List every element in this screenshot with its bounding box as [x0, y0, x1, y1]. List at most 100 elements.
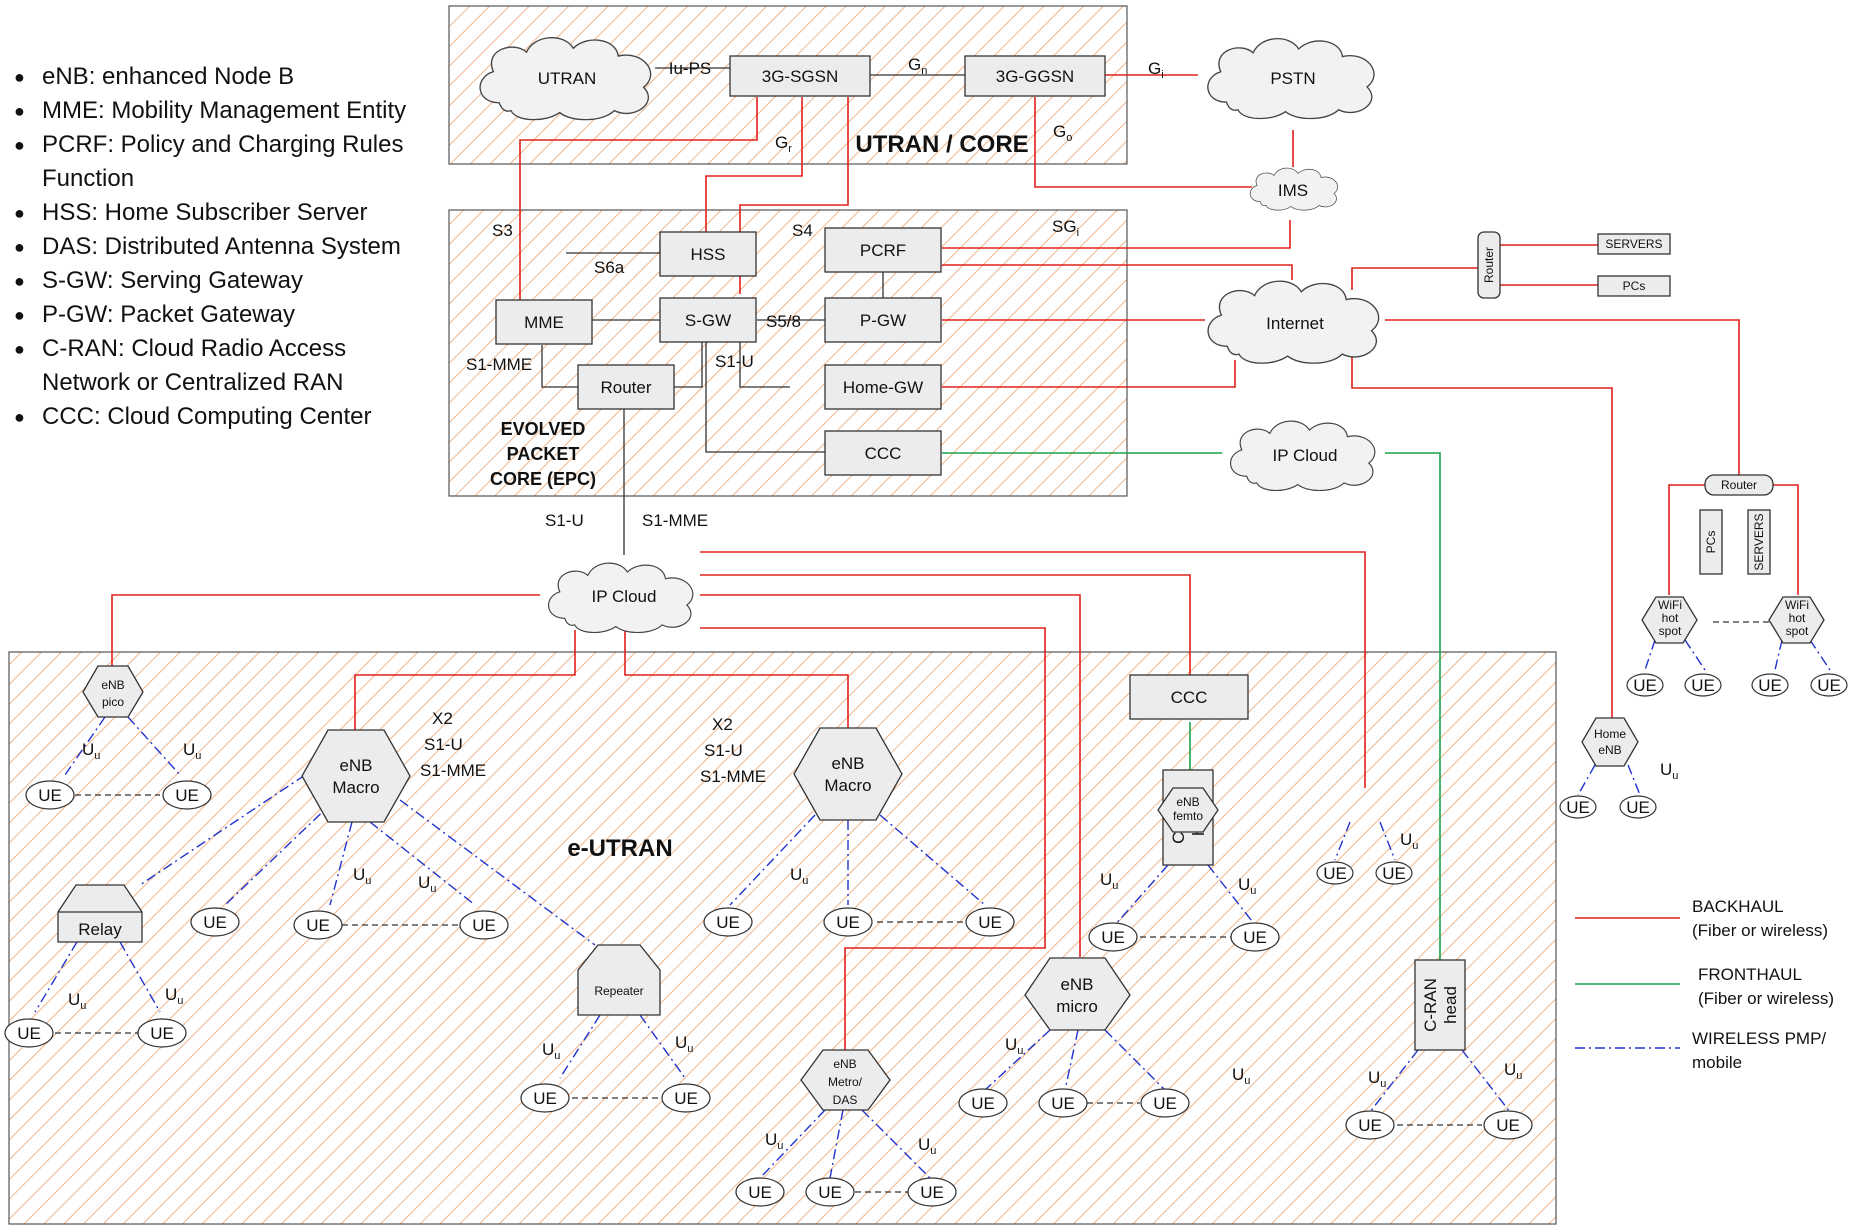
cran-head-right-node[interactable] — [1414, 959, 1466, 1051]
iface-x2-right: X2 — [712, 715, 733, 734]
abbreviation-item: HSS: Home Subscriber Server — [10, 196, 410, 230]
ue-device[interactable]: UE — [1230, 922, 1280, 952]
ue-device[interactable]: UE — [459, 910, 509, 940]
ue-label: UE — [203, 913, 227, 932]
ue-device[interactable]: UE — [907, 1177, 957, 1207]
router-label: Router — [600, 378, 651, 397]
ue-device[interactable]: UE — [4, 1018, 54, 1048]
home-gw-node[interactable] — [824, 364, 942, 410]
repeater-node[interactable] — [577, 944, 661, 1016]
uu-label-base: U — [1504, 1060, 1516, 1079]
uu-label: Uu — [68, 990, 86, 1012]
iface-s1-mme-left: S1-MME — [420, 761, 486, 780]
sgsn-node[interactable] — [729, 55, 871, 97]
hss-node[interactable] — [659, 231, 757, 277]
ue-device[interactable]: UE — [703, 907, 753, 937]
iface-gn-base: G — [908, 55, 921, 74]
pcrf-node[interactable] — [824, 227, 942, 273]
abbreviation-item: PCRF: Policy and Charging Rules Function — [10, 128, 410, 196]
enb-pico-node[interactable] — [82, 665, 144, 718]
ue-device[interactable]: UE — [1619, 795, 1657, 819]
ue-device[interactable]: UE — [1751, 673, 1789, 697]
pcs-label: PCs — [1623, 279, 1646, 293]
ue-device[interactable]: UE — [965, 907, 1015, 937]
uu-label-sub: u — [1244, 1075, 1250, 1087]
wifi-hotspot-right[interactable] — [1768, 596, 1825, 644]
wifi-right-line2: hot — [1789, 611, 1806, 625]
ue-device[interactable]: UE — [1810, 673, 1848, 697]
servers-node[interactable] — [1597, 233, 1671, 255]
legend-wireless-line2: mobile — [1692, 1053, 1742, 1072]
ue-device[interactable]: UE — [190, 907, 240, 937]
sgw-node[interactable] — [659, 297, 757, 343]
wifi-pcs-node[interactable] — [1699, 509, 1723, 575]
ue-label: UE — [1153, 1094, 1177, 1113]
ue-device[interactable]: UE — [1559, 795, 1597, 819]
ue-device[interactable]: UE — [25, 780, 75, 810]
ue-device[interactable]: UE — [805, 1177, 855, 1207]
ue-label: UE — [1051, 1094, 1075, 1113]
ue-device[interactable]: UE — [1684, 673, 1722, 697]
eutran-region — [8, 651, 1557, 1225]
ggsn-node[interactable] — [964, 55, 1106, 97]
router-node[interactable] — [577, 364, 675, 410]
iface-s4: S4 — [792, 221, 813, 240]
ue-device[interactable]: UE — [1345, 1110, 1395, 1140]
ue-label: UE — [1758, 676, 1782, 695]
interface-labels: Iu-PS Gn Gi Gr Go S3 S4 SGi S6a S5/8 S1-… — [420, 55, 1164, 786]
enb-femto-line1: eNB — [1176, 795, 1199, 809]
ue-label: UE — [1626, 798, 1650, 817]
internet-router-node[interactable] — [1477, 231, 1501, 299]
enb-femto-node[interactable] — [1157, 787, 1219, 833]
ue-device[interactable]: UE — [1088, 922, 1138, 952]
ue-device[interactable]: UE — [293, 910, 343, 940]
ue-device[interactable]: UE — [823, 907, 873, 937]
ue-device[interactable]: UE — [137, 1018, 187, 1048]
ue-device[interactable]: UE — [735, 1177, 785, 1207]
ue-label: UE — [1691, 676, 1715, 695]
ue-device[interactable]: UE — [1038, 1088, 1088, 1118]
uu-label-base: U — [918, 1135, 930, 1154]
pgw-label: P-GW — [860, 311, 906, 330]
home-enb-node[interactable] — [1581, 717, 1639, 767]
iface-s1-mme-right: S1-MME — [700, 767, 766, 786]
ue-device[interactable]: UE — [1483, 1110, 1533, 1140]
ue-device[interactable]: UE — [661, 1083, 711, 1113]
uu-label: Uu — [1005, 1035, 1023, 1057]
wifi-router-node[interactable] — [1704, 474, 1774, 496]
ue-device[interactable]: UE — [958, 1088, 1008, 1118]
uu-label-base: U — [1368, 1068, 1380, 1087]
mme-node[interactable] — [495, 299, 593, 345]
enb-macro-right-node[interactable] — [793, 727, 903, 821]
ue-label: UE — [1633, 676, 1657, 695]
wifi-servers-label: SERVERS — [1752, 513, 1766, 570]
pgw-node[interactable] — [824, 297, 942, 343]
epc-title-line2: PACKET — [507, 444, 580, 464]
uu-label-base: U — [353, 865, 365, 884]
epc-ccc-node[interactable] — [824, 430, 942, 476]
core-ip-cloud-label: IP Cloud — [1273, 446, 1338, 465]
iface-gn-sub: n — [921, 65, 927, 77]
iface-sgi-sub: i — [1077, 227, 1079, 239]
ue-device[interactable]: UE — [520, 1083, 570, 1113]
wifi-servers-node[interactable] — [1747, 509, 1771, 575]
ue-device[interactable]: UE — [1140, 1088, 1190, 1118]
iface-s1-u-right: S1-U — [704, 741, 743, 760]
enb-micro-node[interactable] — [1024, 957, 1131, 1031]
enb-metro-node[interactable] — [800, 1049, 891, 1111]
ue-device[interactable]: UE — [1316, 861, 1354, 885]
ue-device[interactable]: UE — [1375, 861, 1413, 885]
ran-ccc-node[interactable] — [1129, 674, 1249, 720]
pcs-node[interactable] — [1597, 275, 1671, 297]
uu-label: Uu — [675, 1033, 693, 1055]
uu-label: Uu — [790, 865, 808, 887]
uu-label-sub: u — [1412, 840, 1418, 852]
ue-device[interactable]: UE — [162, 780, 212, 810]
core-region-title: UTRAN / CORE — [855, 131, 1028, 158]
abbreviation-item: DAS: Distributed Antenna System — [10, 230, 410, 264]
line-legend: BACKHAUL (Fiber or wireless) FRONTHAUL (… — [1575, 897, 1834, 1072]
enb-macro-left-node[interactable] — [301, 729, 411, 823]
ue-device[interactable]: UE — [1626, 673, 1664, 697]
wifi-hotspot-left[interactable] — [1641, 596, 1698, 644]
